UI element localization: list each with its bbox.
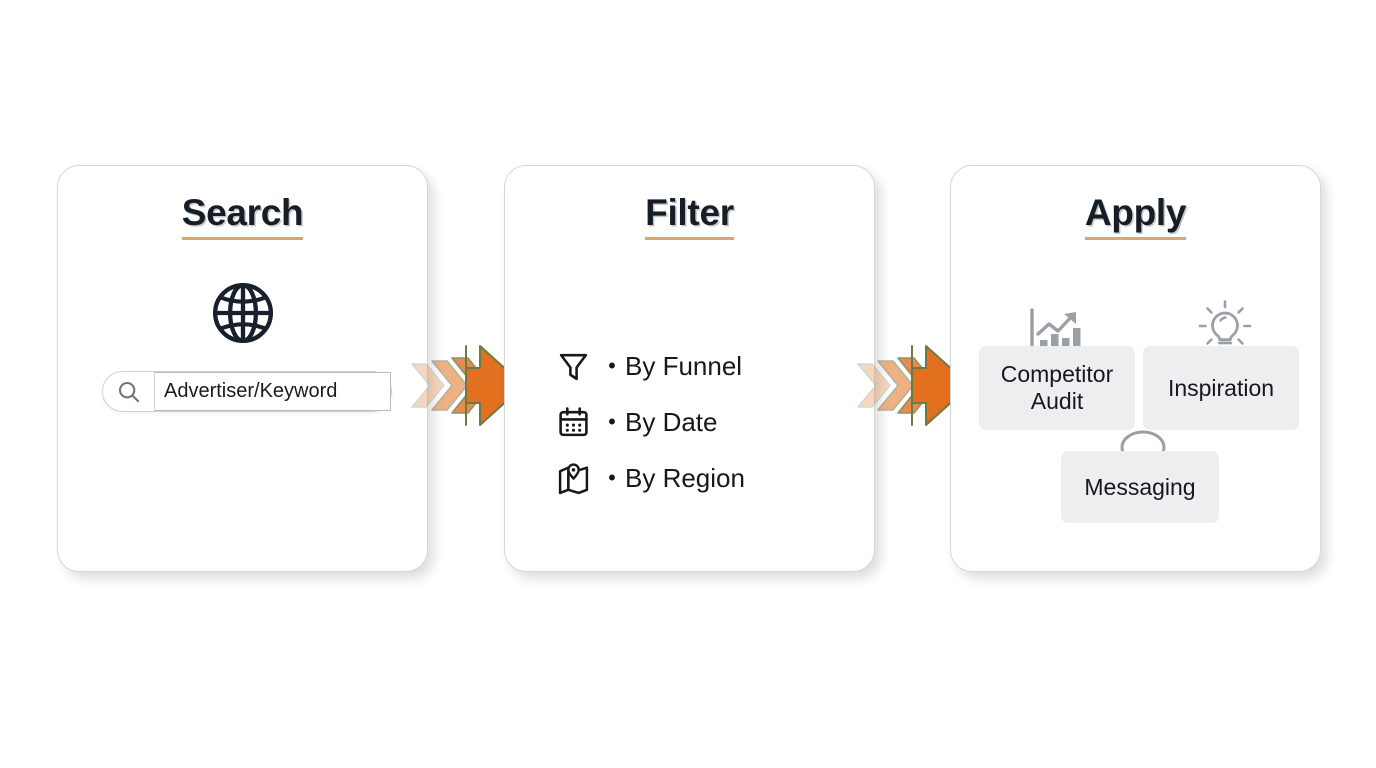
filter-option-label: By Date <box>625 406 718 437</box>
bullet-marker: • <box>608 409 616 434</box>
apply-tile-label: Messaging <box>1084 473 1196 500</box>
arrow-right-icon <box>857 345 971 426</box>
arrow-right-icon <box>411 345 525 426</box>
calendar-icon <box>557 406 599 439</box>
filter-option-label: By Funnel <box>625 350 743 381</box>
page-title-apply: Apply <box>951 192 1320 240</box>
step-card-search[interactable]: Search Advertiser/Keyword <box>57 165 428 572</box>
funnel-icon <box>557 350 599 383</box>
page-title-search: Search <box>58 192 427 240</box>
arrow-search-to-filter <box>410 338 530 438</box>
filter-option-by-region[interactable]: • By Region <box>557 450 745 506</box>
globe-icon-wrapper <box>58 280 427 346</box>
search-input[interactable]: Advertiser/Keyword <box>102 371 392 412</box>
page-title-filter: Filter <box>505 192 874 240</box>
apply-tile-label: Inspiration <box>1167 374 1275 401</box>
apply-tile-inspiration[interactable]: Inspiration <box>1143 346 1299 430</box>
apply-tile-messaging[interactable]: Messaging <box>1061 451 1219 523</box>
apply-tile-label: Competitor Audit <box>1000 361 1114 414</box>
arrow-filter-to-apply <box>856 338 976 438</box>
bullet-marker: • <box>608 465 616 490</box>
apply-tiles-group: Competitor Audit Inspiration Messaging <box>951 166 1320 571</box>
globe-icon <box>212 282 273 344</box>
filter-option-label: By Region <box>625 462 745 493</box>
filter-options-list: • By Funnel • <box>557 338 745 506</box>
search-icon <box>103 372 155 411</box>
filter-option-by-funnel[interactable]: • By Funnel <box>557 338 745 394</box>
step-card-filter[interactable]: Filter • By Funnel <box>504 165 875 572</box>
apply-tile-competitor-audit[interactable]: Competitor Audit <box>979 346 1135 430</box>
step-card-apply[interactable]: Apply <box>950 165 1321 572</box>
filter-option-by-date[interactable]: • By Date <box>557 394 745 450</box>
search-input-value[interactable]: Advertiser/Keyword <box>155 372 391 411</box>
map-pin-icon <box>557 462 599 495</box>
bullet-marker: • <box>608 353 616 378</box>
